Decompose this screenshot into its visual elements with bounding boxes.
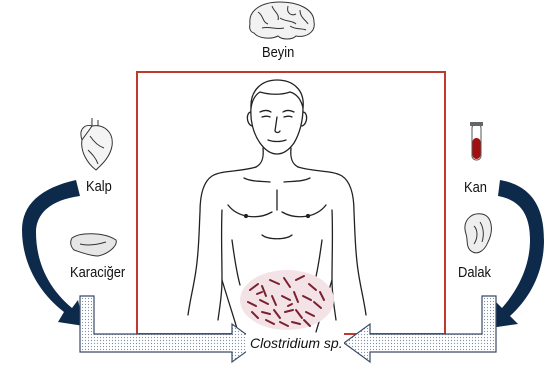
label-heart: Kalp bbox=[86, 178, 112, 195]
left-curved-arrow bbox=[22, 180, 84, 326]
label-spleen: Dalak bbox=[458, 264, 491, 281]
liver-icon bbox=[71, 234, 117, 256]
left-dotted-arrow bbox=[80, 296, 258, 362]
label-bacteria: Clostridium sp. bbox=[250, 335, 343, 351]
intestine-bacteria-icon bbox=[240, 270, 334, 330]
heart-icon bbox=[81, 118, 112, 170]
blood-tube-icon bbox=[470, 122, 483, 160]
spleen-icon bbox=[465, 214, 491, 253]
label-liver: Karaciğer bbox=[70, 264, 125, 281]
label-brain: Beyin bbox=[262, 44, 294, 61]
brain-icon bbox=[250, 2, 315, 39]
right-curved-arrow bbox=[490, 180, 544, 328]
right-dotted-arrow bbox=[344, 296, 496, 362]
label-blood: Kan bbox=[464, 179, 487, 196]
